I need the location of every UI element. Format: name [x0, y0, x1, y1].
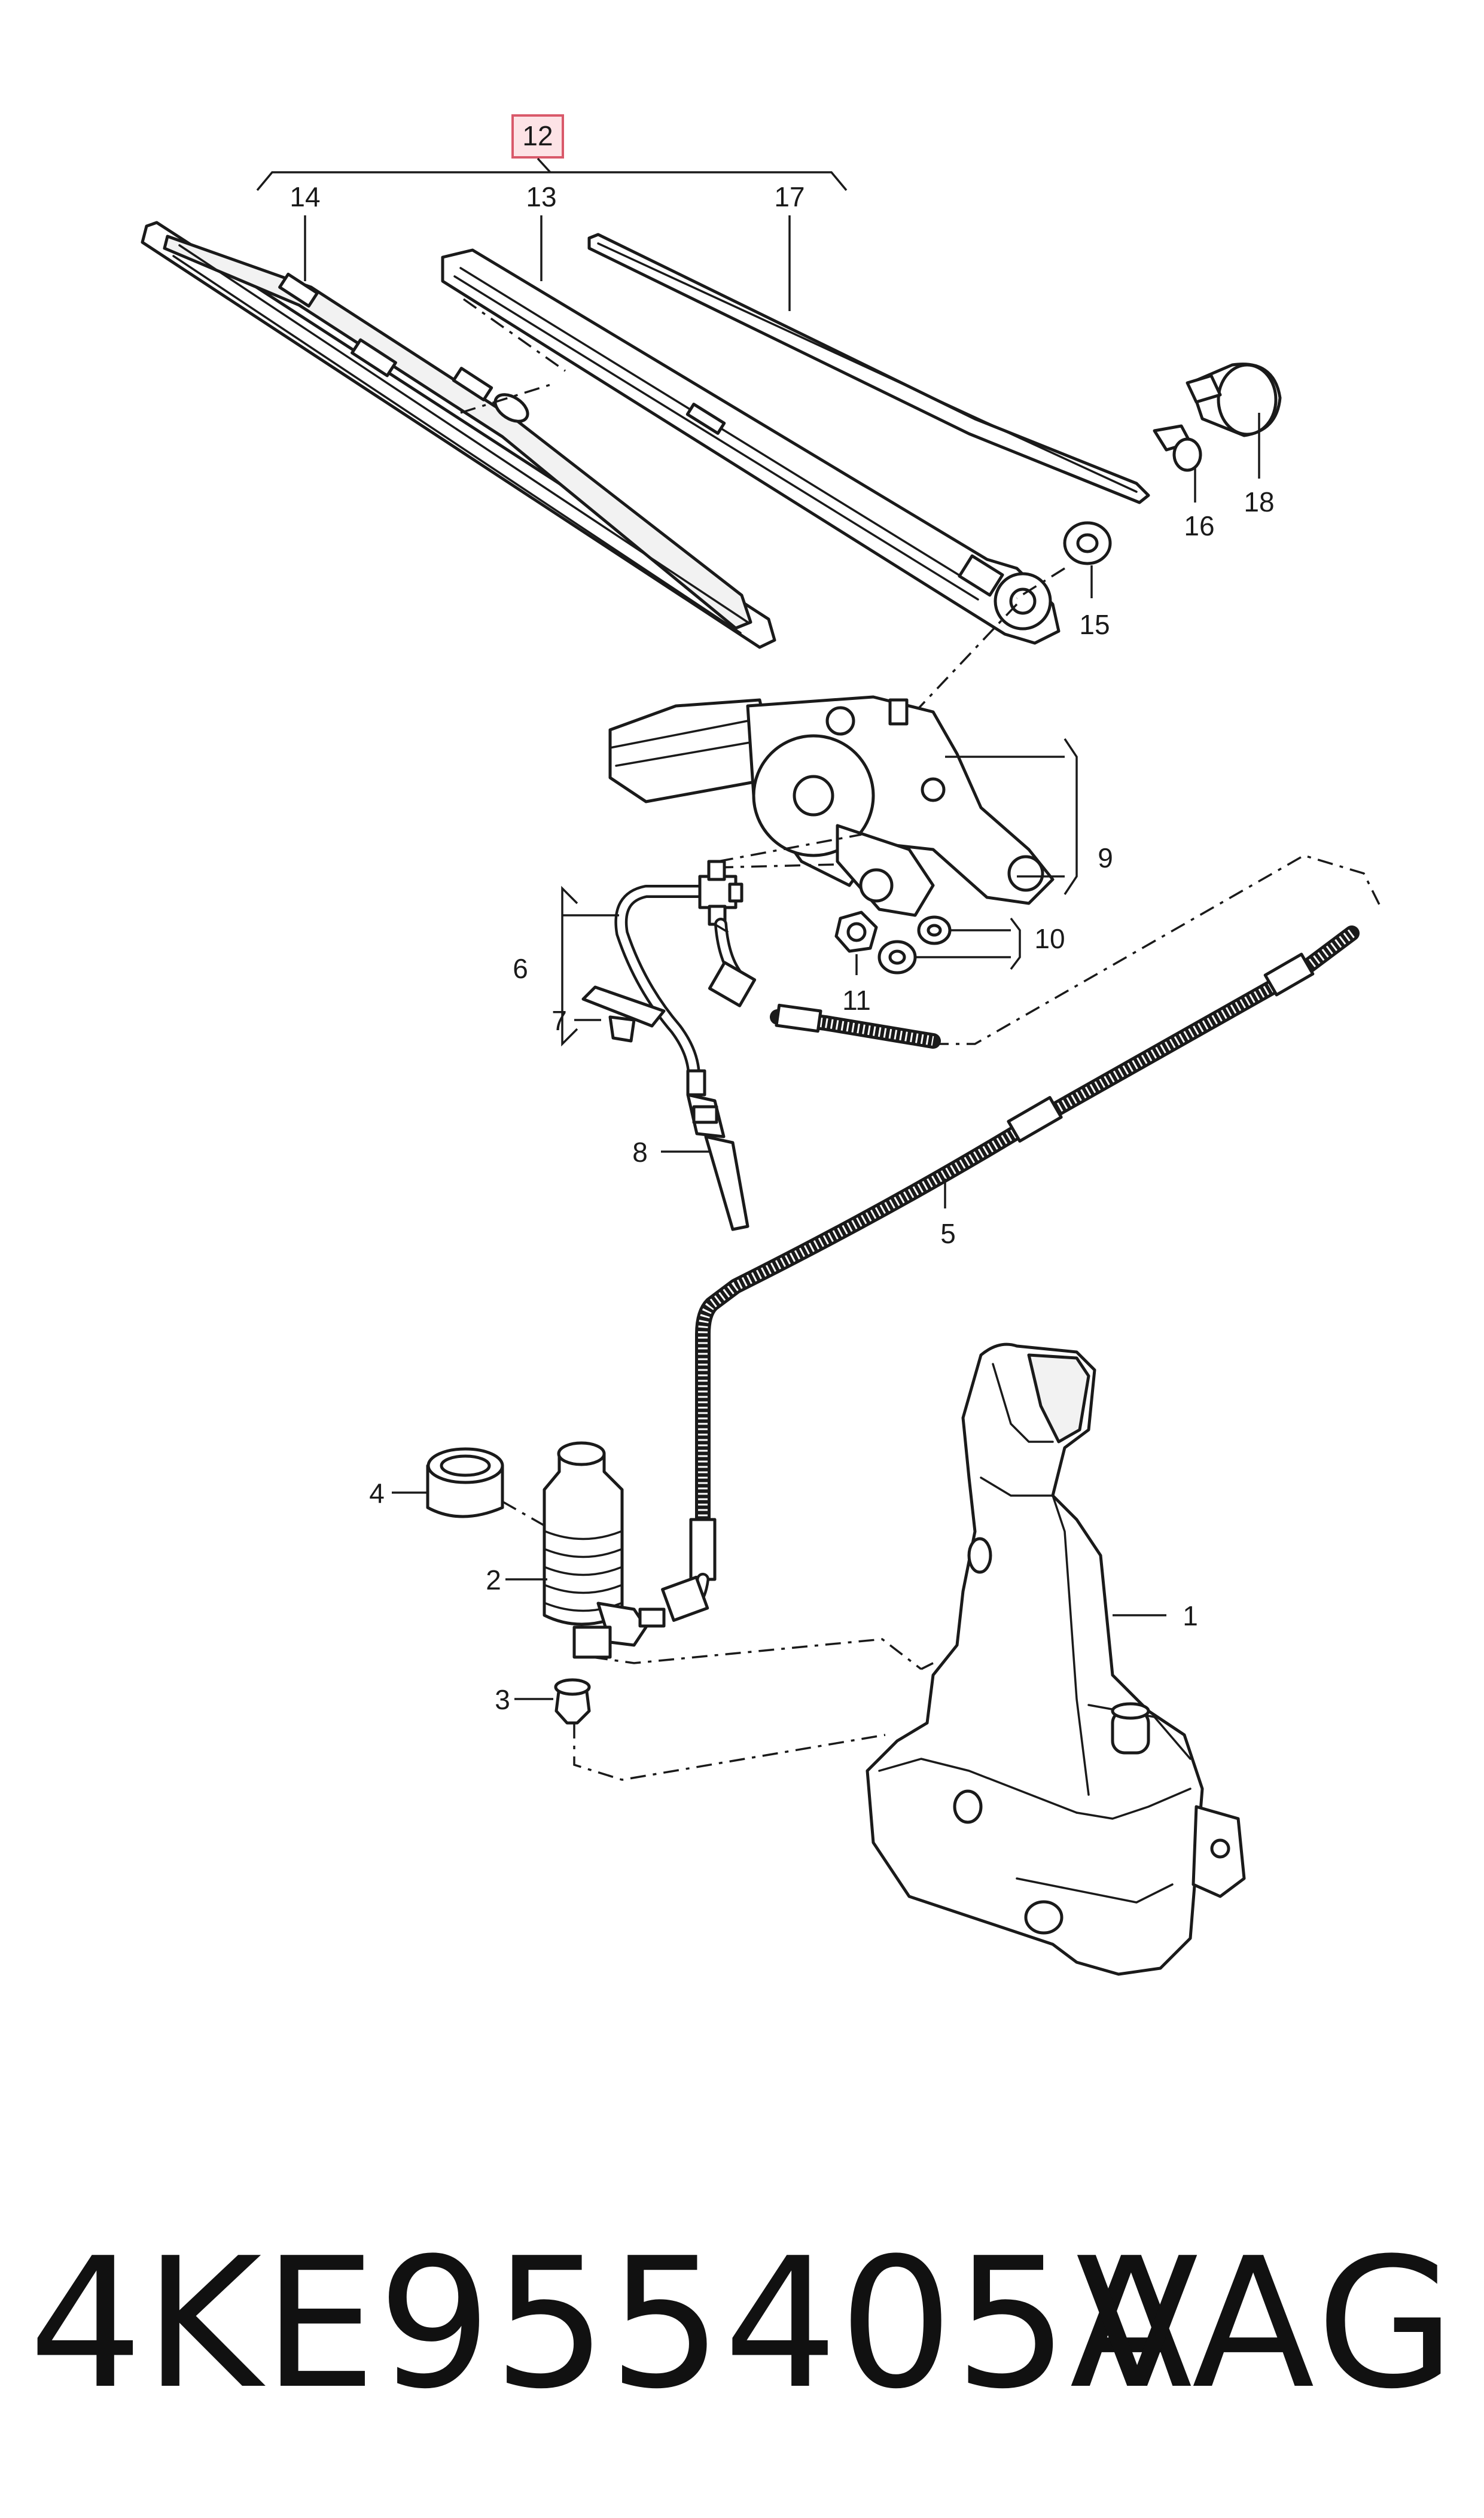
callout-6[interactable]: 6	[513, 953, 528, 984]
callout-16[interactable]: 16	[1184, 510, 1214, 541]
brand-text: VAG	[1075, 2219, 1460, 2428]
wiper-arm[interactable]	[441, 248, 1061, 645]
seal-grommet[interactable]: 3	[495, 1678, 591, 1725]
assembly-axis-seal	[573, 1723, 886, 1781]
washer-hose-main[interactable]: 5	[661, 925, 1360, 1622]
callout-3[interactable]: 3	[495, 1684, 510, 1715]
pump-grommet[interactable]: 4	[369, 1447, 504, 1518]
callout-12[interactable]: 12	[522, 120, 553, 151]
callout-18[interactable]: 18	[1244, 486, 1274, 517]
assembly-axis-arm	[914, 603, 1018, 713]
callout-13[interactable]: 13	[526, 181, 556, 212]
assembly-axis-pump	[592, 1638, 922, 1670]
callout-14[interactable]: 14	[290, 181, 320, 212]
callout-9[interactable]: 9	[1098, 842, 1113, 873]
callout-12-bracket	[256, 171, 848, 191]
callout-15[interactable]: 15	[1079, 609, 1110, 640]
callout-11[interactable]: 11	[842, 985, 871, 1016]
clip-nut[interactable]: 16	[1153, 424, 1215, 541]
wiper-motor[interactable]: 9	[608, 695, 1113, 917]
corrugated-hose-connector[interactable]	[770, 1003, 941, 1049]
callout-5[interactable]: 5	[940, 1218, 956, 1249]
callout-2[interactable]: 2	[486, 1564, 501, 1596]
callout-group-12: 12 14 13 17	[256, 114, 848, 311]
assembly-axis-washer	[1016, 567, 1065, 599]
callout-12-tick	[537, 157, 551, 173]
callout-8[interactable]: 8	[632, 1137, 648, 1168]
washer-jet[interactable]: 8	[632, 1069, 749, 1231]
bushings[interactable]: 10	[877, 915, 1065, 975]
cap[interactable]: 18	[1186, 363, 1282, 517]
hose-clip[interactable]: 7	[551, 985, 666, 1043]
wiper-blade[interactable]	[141, 221, 776, 649]
washer-reservoir[interactable]: 1	[866, 1342, 1246, 1976]
callout-12-highlight-box	[511, 114, 564, 159]
callout-10[interactable]: 10	[1034, 923, 1065, 954]
washer-hose-upper[interactable]: 6	[513, 833, 862, 1083]
callout-17[interactable]: 17	[774, 181, 805, 212]
nut[interactable]: 11	[834, 911, 878, 1016]
assembly-axis-grommet	[502, 1500, 545, 1527]
part-number-text: 4KE955405A	[29, 2219, 1194, 2428]
reservoir-axis	[921, 1662, 934, 1670]
callout-7[interactable]: 7	[551, 1005, 567, 1036]
wiper-arm-cover[interactable]	[587, 233, 1150, 504]
callout-1[interactable]: 1	[1183, 1600, 1198, 1631]
washer-pump[interactable]: 2	[486, 1441, 666, 1659]
washer[interactable]: 15	[1063, 521, 1112, 640]
exploded-parts-diagram: 12 14 13 17	[141, 114, 1383, 1976]
callout-4[interactable]: 4	[369, 1478, 385, 1509]
